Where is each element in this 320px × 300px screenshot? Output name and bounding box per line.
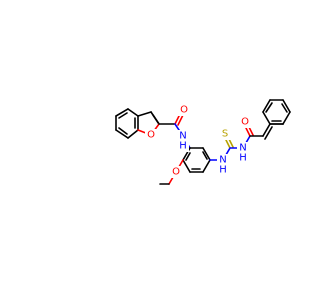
amide-nitrogen-label: N [179, 131, 186, 142]
furan-oxygen-label: O [147, 130, 155, 141]
molecule-structure: O O N H O N H S N H O [115, 99, 291, 185]
thiourea-nitrogen-1-label: N [219, 155, 226, 166]
thiourea-sulfur-label: S [222, 129, 228, 140]
amide-nitrogen-hydrogen-label: H [179, 141, 187, 152]
amide-oxygen-label: O [180, 105, 188, 116]
atom-labels: O O N H O N H S N H O [145, 104, 251, 178]
benzofuran-benzene-ring [115, 108, 139, 139]
thiourea-nitrogen-2-label: N [239, 143, 246, 154]
terminal-phenyl-ring [262, 99, 291, 125]
acyl-oxygen-label: O [241, 117, 249, 128]
thiourea-nitrogen-1-hydrogen-label: H [219, 165, 227, 176]
thiourea-nitrogen-2-hydrogen-label: H [239, 153, 247, 164]
methoxy-oxygen-label: O [172, 167, 180, 178]
